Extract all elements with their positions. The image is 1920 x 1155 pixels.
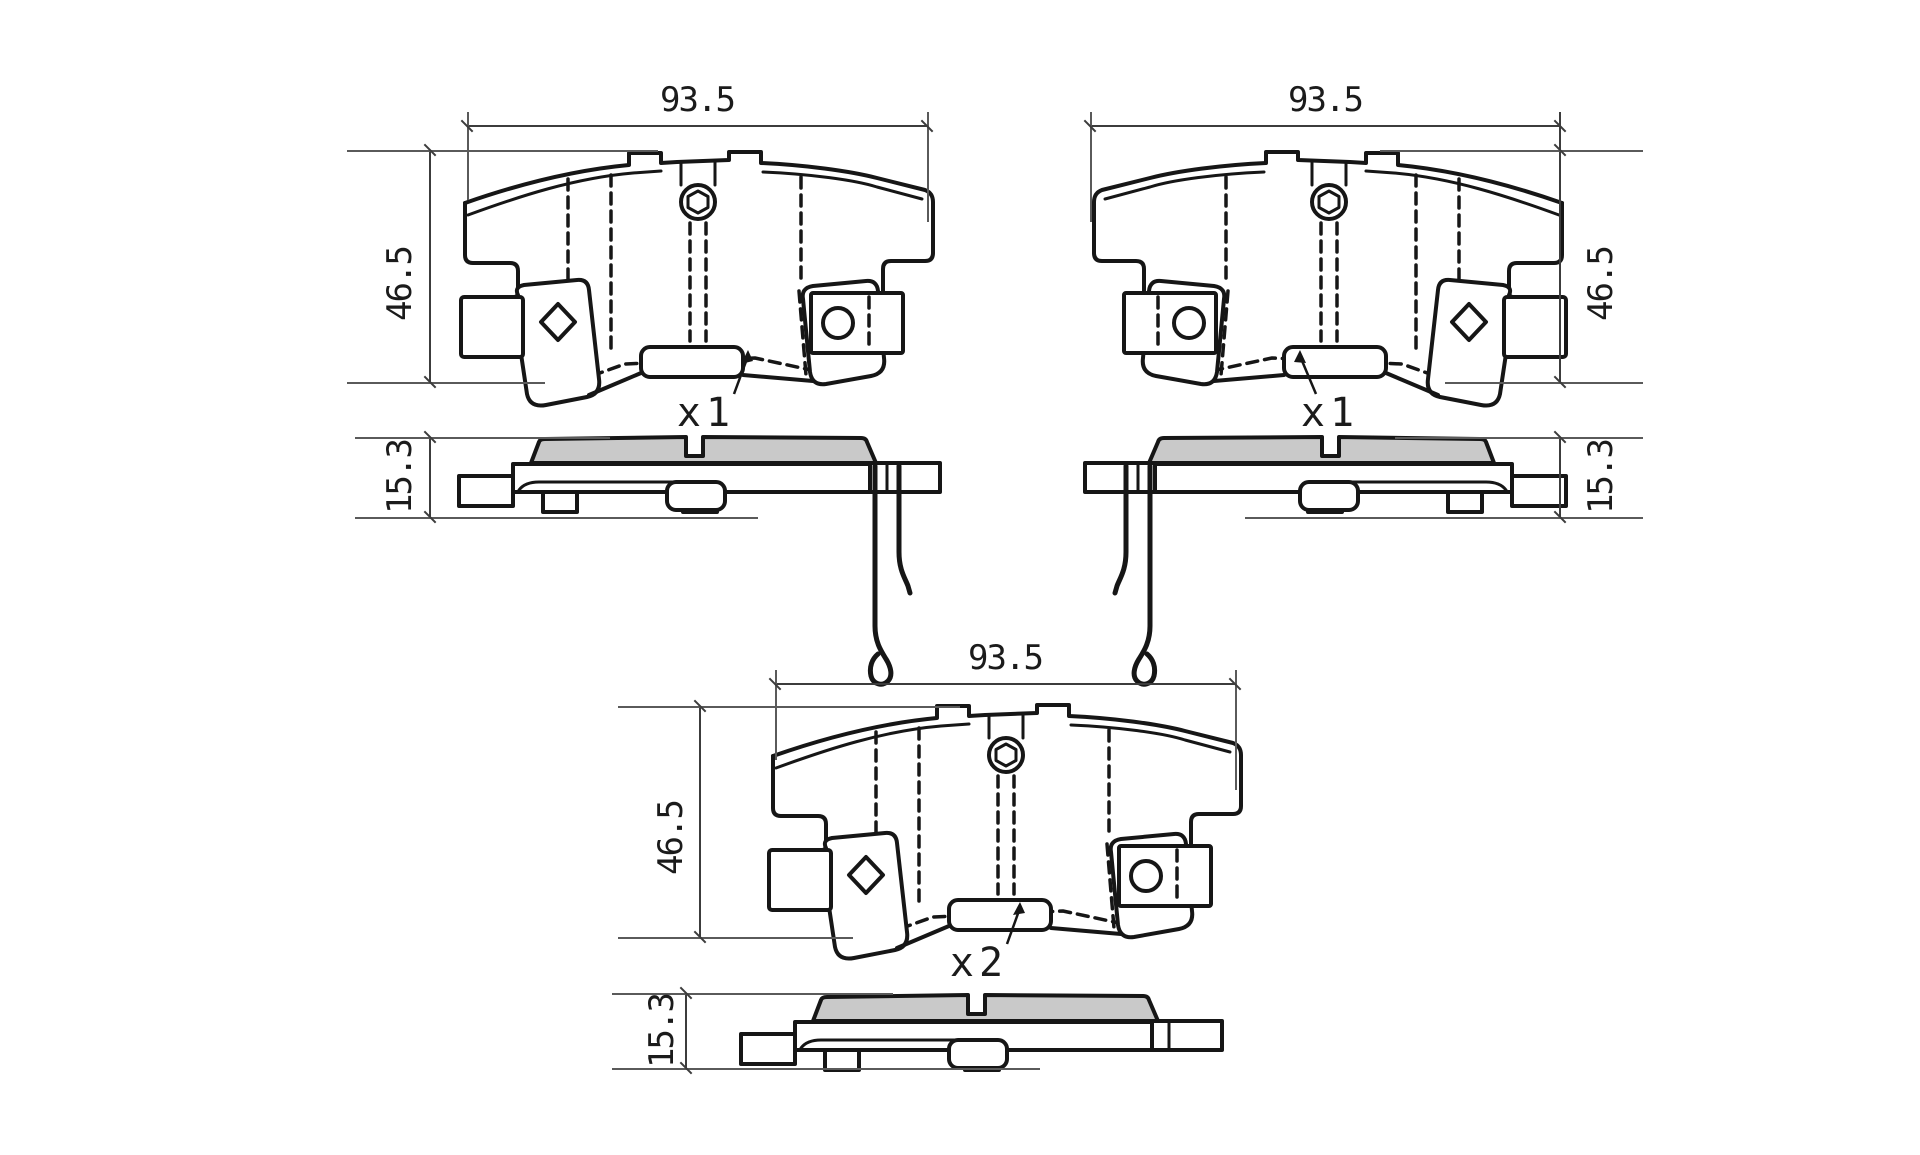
qty-label-1: x1 [676,390,736,436]
ext-line [1445,382,1643,384]
ext-line [355,517,758,519]
ext-line [467,112,469,200]
ext-line [1245,517,1643,519]
ext-line [612,993,893,995]
pad-front-view-top-right [1092,150,1568,408]
dim-line-width-1 [467,125,927,127]
ext-line [927,112,929,222]
qty-leader-3 [1005,902,1025,945]
ext-line [618,706,960,708]
ext-line [347,382,545,384]
dim-line-height-1 [429,150,431,382]
pad-side-view-top-left [457,435,942,690]
dim-line-thickness-1 [429,437,431,517]
ext-line [355,437,610,439]
width-label-3: 93.5 [968,638,1044,678]
dim-line-height-3 [699,706,701,937]
dim-line-width-2 [1090,125,1560,127]
width-label-1: 93.5 [660,80,736,120]
qty-leader-2 [1294,350,1318,395]
ext-line [775,670,777,760]
ext-line [1235,670,1237,790]
ext-line [1090,112,1092,222]
height-label-1: 46.5 [380,247,420,321]
thickness-label-2: 15.3 [1581,440,1621,514]
ext-line [618,937,853,939]
width-label-2: 93.5 [1288,80,1364,120]
ext-line [347,150,658,152]
ext-line [612,1068,1040,1070]
pad-side-view-top-right [1083,435,1568,690]
qty-label-2: x1 [1300,390,1360,436]
qty-leader-1 [732,350,753,395]
height-label-2: 46.5 [1581,247,1621,321]
ext-line [1380,150,1643,152]
dim-line-thickness-2 [1559,437,1561,517]
thickness-label-3: 15.3 [642,994,682,1068]
pad-side-view-bottom [739,993,1224,1072]
height-label-3: 46.5 [651,801,691,875]
thickness-label-1: 15.3 [380,440,420,514]
dim-line-width-3 [775,683,1235,685]
dim-line-height-2 [1559,112,1561,382]
dim-line-thickness-3 [685,993,687,1068]
ext-line [1395,437,1643,439]
qty-label-3: x2 [949,940,1009,986]
pad-front-view-top-left [459,150,935,408]
